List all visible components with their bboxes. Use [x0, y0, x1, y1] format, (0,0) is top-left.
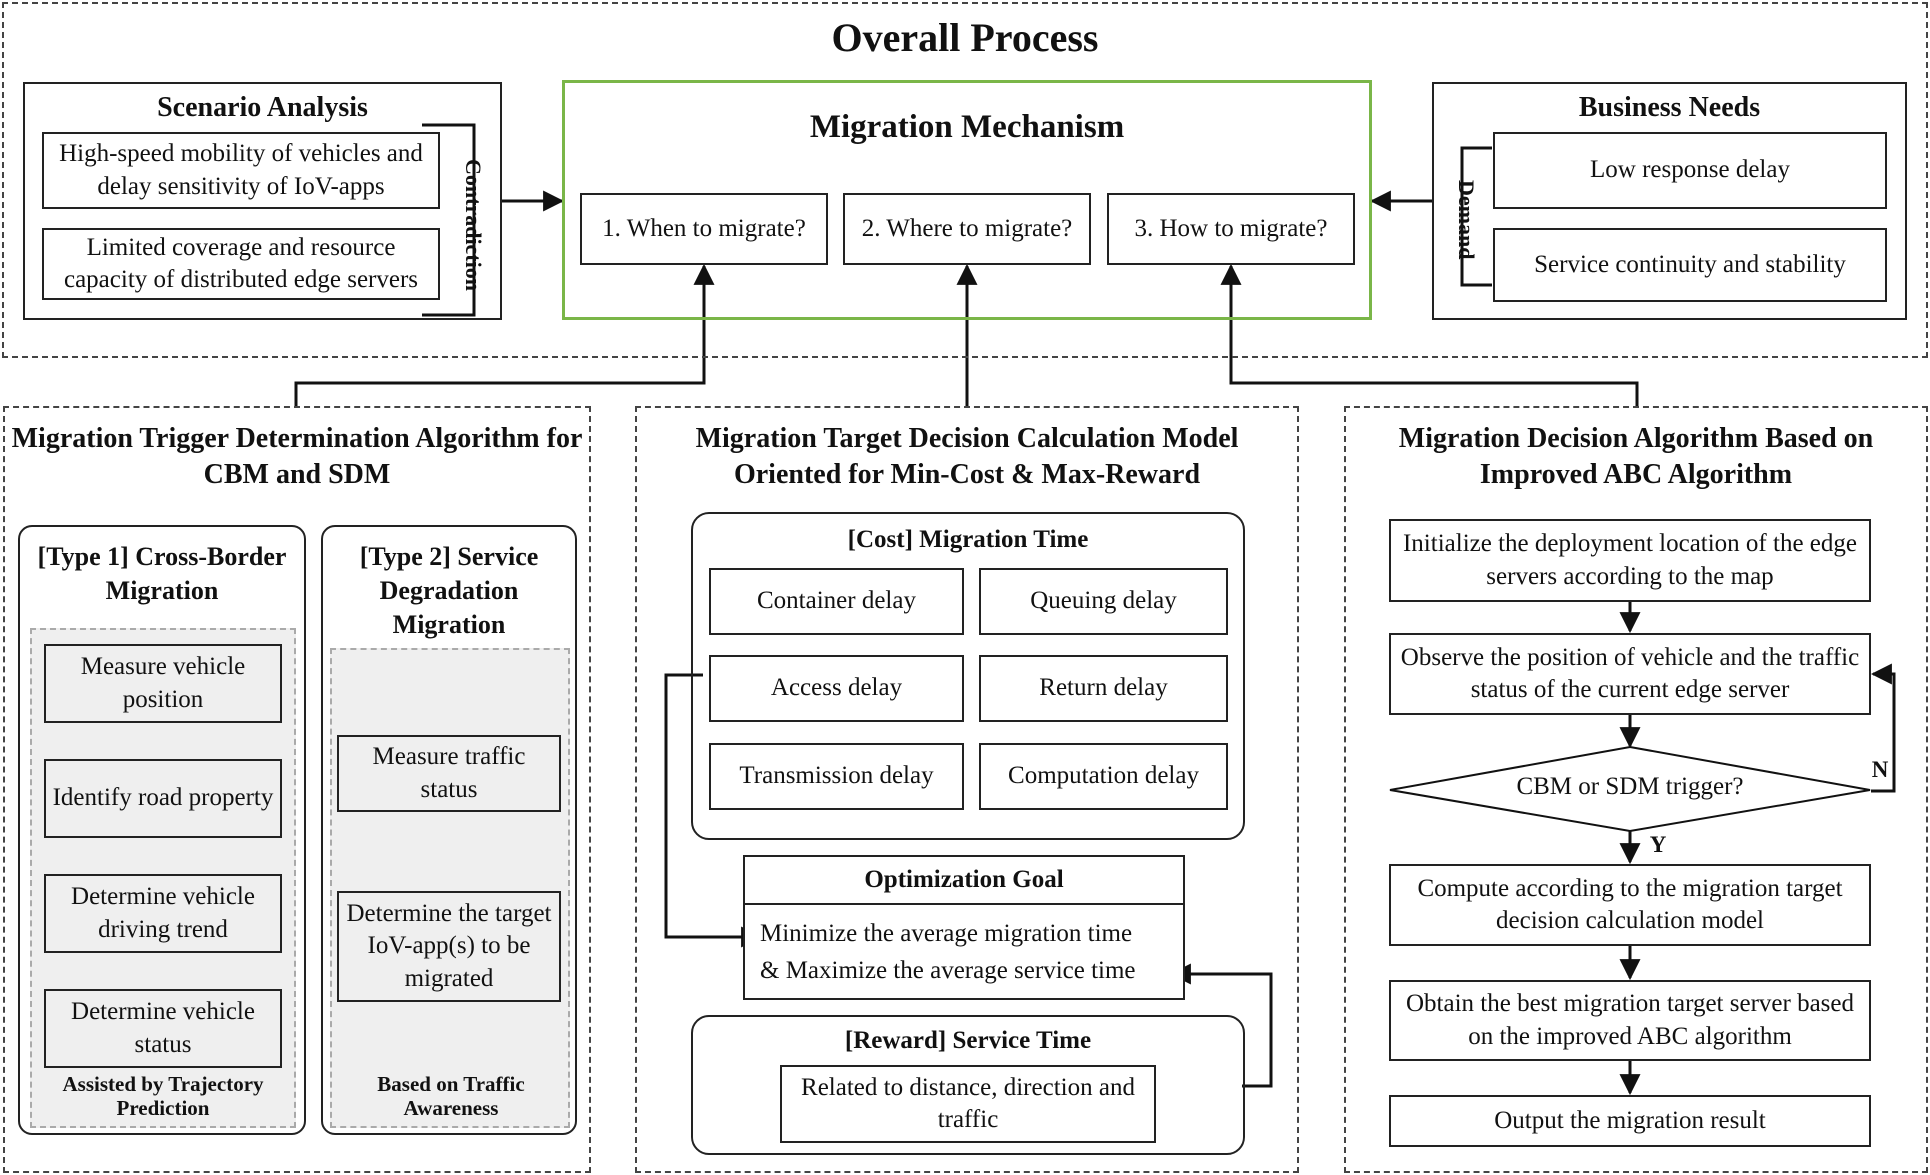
cost-box	[691, 512, 1245, 840]
reward-item: Related to distance, direction and traff…	[780, 1065, 1156, 1143]
decision-step-obtain: Obtain the best migration target server …	[1389, 980, 1871, 1061]
scenario-analysis-title: Scenario Analysis	[157, 92, 368, 123]
optimization-goal-line1: Minimize the average migration time	[760, 920, 1133, 947]
demand-label: Demand	[1454, 180, 1479, 260]
question-where: 2. Where to migrate?	[843, 193, 1091, 265]
optimization-goal-box	[743, 855, 1185, 1000]
type1-step-vehicle-status: Determine vehicle status	[44, 989, 282, 1068]
cost-queuing-delay: Queuing delay	[979, 568, 1228, 635]
cost-access-delay: Access delay	[709, 655, 964, 722]
decision-panel-title: Migration Decision Algorithm Based on Im…	[1398, 423, 1874, 491]
cost-computation-delay: Computation delay	[979, 743, 1228, 810]
scenario-item-mobility: High-speed mobility of vehicles and dela…	[42, 132, 440, 209]
reward-title: [Reward] Service Time	[844, 1027, 1092, 1054]
type1-title: [Type 1] Cross-Border Migration	[37, 542, 287, 605]
reward-box	[691, 1015, 1245, 1155]
target-panel	[635, 406, 1299, 1173]
type2-flow-area	[330, 648, 570, 1128]
type2-box	[321, 525, 577, 1135]
decision-step-compute: Compute according to the migration targe…	[1389, 864, 1871, 946]
target-panel-title: Migration Target Decision Calculation Mo…	[695, 423, 1239, 491]
trigger-panel-title: Migration Trigger Determination Algorith…	[11, 423, 583, 491]
decision-step-initialize: Initialize the deployment location of th…	[1389, 519, 1871, 602]
scenario-analysis-box	[23, 82, 502, 320]
trigger-panel	[3, 406, 591, 1173]
cost-return-delay: Return delay	[979, 655, 1228, 722]
type1-footer: Assisted by Trajectory Prediction	[62, 1072, 264, 1121]
question-how: 3. How to migrate?	[1107, 193, 1355, 265]
type1-step-driving-trend: Determine vehicle driving trend	[44, 874, 282, 953]
business-item-continuity: Service continuity and stability	[1493, 228, 1887, 302]
migration-mechanism-box	[562, 80, 1372, 320]
contradiction-label: Contradiction	[461, 159, 486, 291]
decision-no-label: N	[1871, 757, 1889, 782]
business-needs-title: Business Needs	[1578, 92, 1761, 123]
type2-step-measure-traffic: Measure traffic status	[337, 735, 561, 812]
cost-title: [Cost] Migration Time	[847, 526, 1089, 553]
question-when: 1. When to migrate?	[580, 193, 828, 265]
type1-step-measure-position: Measure vehicle position	[44, 644, 282, 723]
business-item-delay: Low response delay	[1493, 132, 1887, 209]
business-needs-box	[1432, 82, 1907, 320]
decision-yes-label: Y	[1649, 832, 1667, 857]
overall-process-panel	[2, 2, 1928, 358]
decision-step-trigger: CBM or SDM trigger?	[1516, 773, 1744, 800]
type2-title: [Type 2] Service Degradation Migration	[359, 542, 539, 639]
type1-step-identify-road: Identify road property	[44, 759, 282, 838]
optimization-goal-divider	[743, 903, 1185, 905]
decision-step-output: Output the migration result	[1389, 1095, 1871, 1147]
optimization-goal-title: Optimization Goal	[864, 866, 1064, 893]
scenario-item-coverage: Limited coverage and resource capacity o…	[42, 228, 440, 300]
optimization-goal-line2: & Maximize the average service time	[760, 957, 1136, 984]
migration-mechanism-title: Migration Mechanism	[809, 109, 1125, 145]
type2-step-target-apps: Determine the target IoV-app(s) to be mi…	[337, 891, 561, 1002]
cost-container-delay: Container delay	[709, 568, 964, 635]
overall-process-title: Overall Process	[831, 15, 1099, 60]
decision-step-observe: Observe the position of vehicle and the …	[1389, 633, 1871, 715]
type1-box	[18, 525, 306, 1135]
type2-footer: Based on Traffic Awareness	[377, 1072, 525, 1121]
cost-transmission-delay: Transmission delay	[709, 743, 964, 810]
decision-panel	[1344, 406, 1928, 1173]
